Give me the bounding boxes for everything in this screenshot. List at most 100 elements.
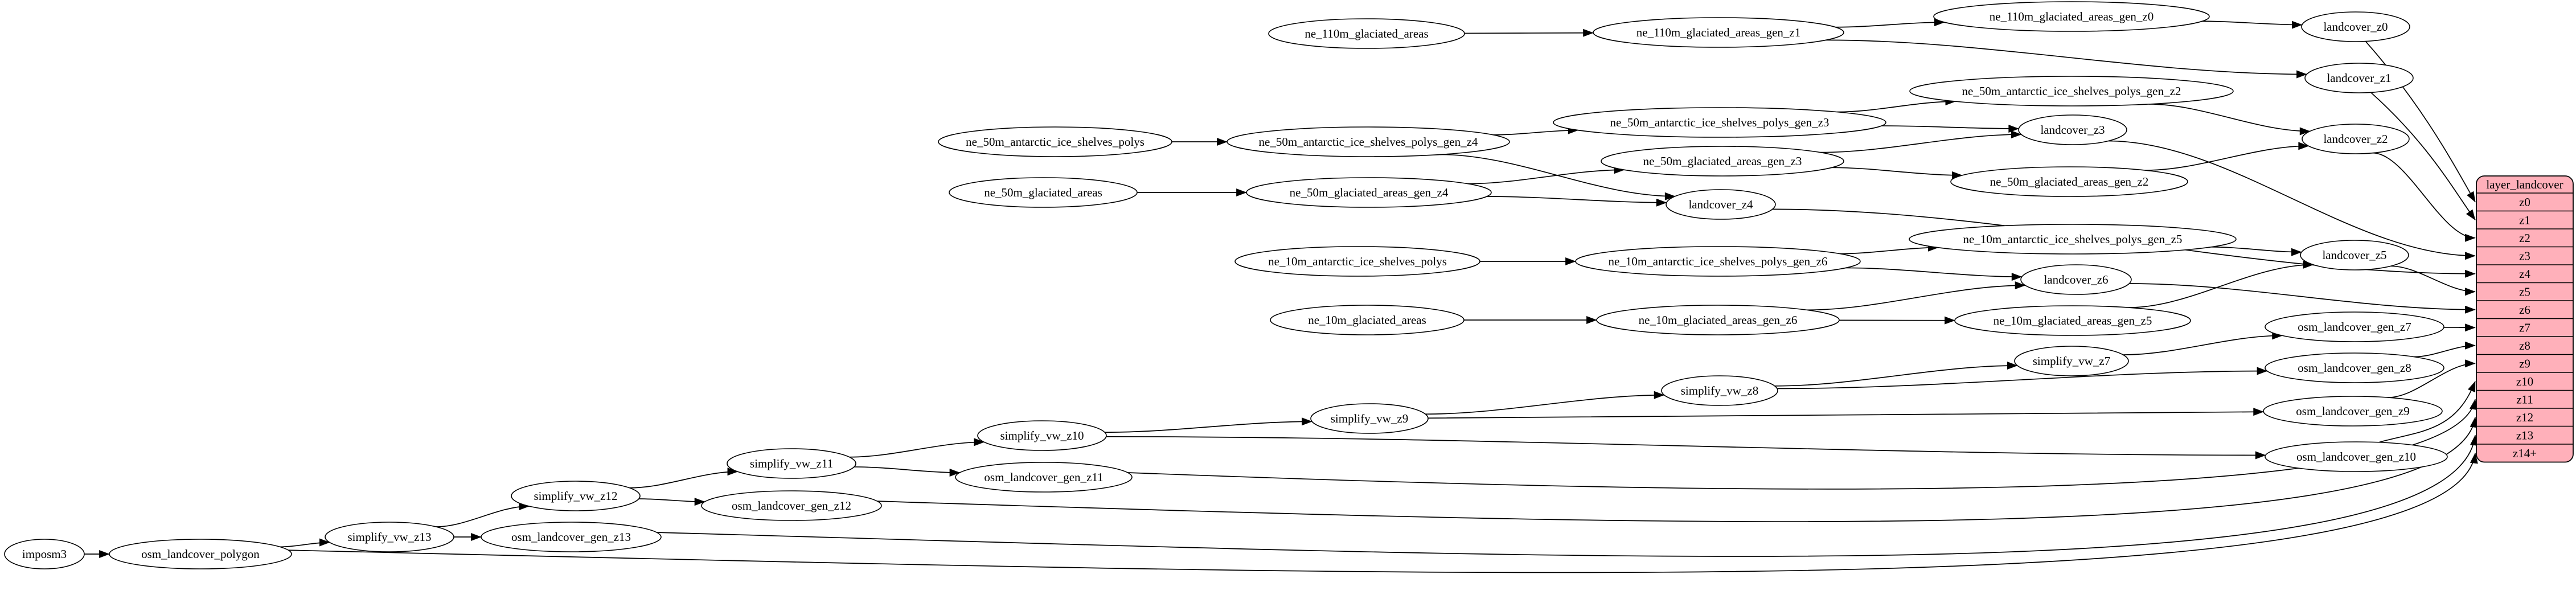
node-osm_landcover_gen_z11: osm_landcover_gen_z11 xyxy=(955,462,1133,493)
edge-ne_50m_glaciated_areas_gen_z2-to-landcover_z2 xyxy=(2145,142,2310,171)
node-ne_50m_antarctic_ice_shelves_polys_gen_z3-label: ne_50m_antarctic_ice_shelves_polys_gen_z… xyxy=(1610,116,1830,129)
node-ne_50m_antarctic_ice_shelves_polys_gen_z2-shape xyxy=(1909,76,2234,106)
node-ne_50m_antarctic_ice_shelves_polys-label: ne_50m_antarctic_ice_shelves_polys xyxy=(966,135,1145,149)
node-landcover_z1-shape xyxy=(2304,63,2414,93)
node-ne_110m_glaciated_areas_gen_z1-shape xyxy=(1593,17,1844,48)
node-osm_landcover_gen_z9-label: osm_landcover_gen_z9 xyxy=(2296,404,2409,418)
node-ne_50m_antarctic_ice_shelves_polys_gen_z4-label: ne_50m_antarctic_ice_shelves_polys_gen_z… xyxy=(1259,135,1478,149)
node-imposm3-label: imposm3 xyxy=(22,547,67,561)
node-simplify_vw_z9-label: simplify_vw_z9 xyxy=(1331,412,1409,425)
node-simplify_vw_z12-shape xyxy=(511,481,641,511)
node-ne_50m_glaciated_areas_gen_z2-shape xyxy=(1950,166,2188,197)
node-ne_10m_antarctic_ice_shelves_polys_gen_z6-label: ne_10m_antarctic_ice_shelves_polys_gen_z… xyxy=(1609,255,1828,268)
node-ne_10m_glaciated_areas-label: ne_10m_glaciated_areas xyxy=(1308,313,1426,327)
edge-simplify_vw_z10-to-simplify_vw_z9 xyxy=(1105,417,1312,433)
table-title: layer_landcover xyxy=(2486,178,2563,191)
edge-ne_10m_glaciated_areas_gen_z6-to-landcover_z6 xyxy=(1807,281,2026,311)
node-ne_50m_glaciated_areas_gen_z3: ne_50m_glaciated_areas_gen_z3 xyxy=(1601,146,1844,177)
edge-simplify_vw_z11-to-osm_landcover_gen_z11 xyxy=(854,466,961,477)
edge-ne_10m_glaciated_areas_gen_z5-to-landcover_z5 xyxy=(2128,260,2314,308)
node-ne_50m_glaciated_areas_gen_z4-shape xyxy=(1246,177,1492,208)
node-ne_10m_antarctic_ice_shelves_polys_gen_z5: ne_10m_antarctic_ice_shelves_polys_gen_z… xyxy=(1909,224,2237,255)
node-simplify_vw_z13-shape xyxy=(325,522,454,552)
node-ne_10m_glaciated_areas_gen_z5: ne_10m_glaciated_areas_gen_z5 xyxy=(1954,305,2191,336)
node-landcover_z4-shape xyxy=(1666,189,1776,220)
node-ne_10m_glaciated_areas_gen_z6-label: ne_10m_glaciated_areas_gen_z6 xyxy=(1639,313,1798,327)
node-osm_landcover_gen_z8-label: osm_landcover_gen_z8 xyxy=(2298,361,2411,375)
node-ne_10m_glaciated_areas_gen_z6-shape xyxy=(1596,305,1840,335)
edge-osm_landcover_gen_z8-to-layer_landcover-z8 xyxy=(2414,341,2476,358)
node-landcover_z3-label: landcover_z3 xyxy=(2040,123,2105,137)
edge-landcover_z1-to-layer_landcover-z1 xyxy=(2370,92,2476,220)
node-landcover_z3-shape xyxy=(2018,114,2127,145)
node-imposm3: imposm3 xyxy=(4,539,85,569)
table-row-z3: z3 xyxy=(2519,249,2530,263)
node-ne_110m_glaciated_areas_gen_z0: ne_110m_glaciated_areas_gen_z0 xyxy=(1933,1,2210,32)
node-ne_10m_antarctic_ice_shelves_polys-label: ne_10m_antarctic_ice_shelves_polys xyxy=(1268,255,1447,268)
edge-ne_110m_glaciated_areas_gen_z1-to-landcover_z1 xyxy=(1826,39,2307,79)
node-landcover_z4-label: landcover_z4 xyxy=(1688,198,1753,211)
edge-ne_50m_antarctic_ice_shelves_polys_gen_z2-to-landcover_z2 xyxy=(2148,103,2311,136)
node-simplify_vw_z7: simplify_vw_z7 xyxy=(2014,346,2129,376)
node-osm_landcover_gen_z10: osm_landcover_gen_z10 xyxy=(2265,441,2448,472)
node-simplify_vw_z8-label: simplify_vw_z8 xyxy=(1681,384,1759,397)
edges-layer xyxy=(84,18,2478,573)
edge-osm_landcover_gen_z10-to-layer_landcover-z10 xyxy=(2378,381,2476,443)
node-ne_50m_glaciated_areas_gen_z4-label: ne_50m_glaciated_areas_gen_z4 xyxy=(1290,186,1449,199)
node-ne_50m_glaciated_areas_gen_z3-label: ne_50m_glaciated_areas_gen_z3 xyxy=(1643,154,1802,168)
edge-simplify_vw_z11-to-simplify_vw_z10 xyxy=(849,438,985,458)
node-osm_landcover_gen_z12: osm_landcover_gen_z12 xyxy=(701,490,882,521)
node-ne_10m_glaciated_areas_gen_z5-label: ne_10m_glaciated_areas_gen_z5 xyxy=(1993,314,2152,327)
node-osm_landcover_gen_z13-shape xyxy=(481,522,662,552)
edge-osm_landcover_gen_z9-to-layer_landcover-z9 xyxy=(2388,359,2476,398)
table-row-z11: z11 xyxy=(2516,392,2533,406)
edge-ne_50m_glaciated_areas_gen_z4-to-ne_50m_glaciated_areas_gen_z3 xyxy=(1467,166,1625,184)
node-osm_landcover_gen_z10-label: osm_landcover_gen_z10 xyxy=(2296,450,2416,464)
table-row-z8: z8 xyxy=(2519,339,2530,352)
node-landcover_z0-shape xyxy=(2301,11,2410,42)
table-layer: layer_landcoverz0z1z2z3z4z5z6z7z8z9z10z1… xyxy=(2476,175,2574,463)
node-ne_10m_glaciated_areas-shape xyxy=(1270,305,1465,335)
node-ne_10m_antarctic_ice_shelves_polys: ne_10m_antarctic_ice_shelves_polys xyxy=(1234,246,1480,277)
node-osm_landcover_polygon-shape xyxy=(109,539,292,569)
node-ne_10m_antarctic_ice_shelves_polys-shape xyxy=(1234,246,1480,277)
table-row-z1: z1 xyxy=(2519,213,2530,227)
edge-ne_110m_glaciated_areas_gen_z1-to-ne_110m_glaciated_areas_gen_z0 xyxy=(1835,18,1945,28)
node-landcover_z5: landcover_z5 xyxy=(2300,240,2409,270)
node-landcover_z1-label: landcover_z1 xyxy=(2327,71,2391,85)
node-ne_10m_antarctic_ice_shelves_polys_gen_z5-label: ne_10m_antarctic_ice_shelves_polys_gen_z… xyxy=(1963,232,2183,246)
node-simplify_vw_z7-label: simplify_vw_z7 xyxy=(2033,354,2111,368)
node-simplify_vw_z10-shape xyxy=(977,420,1107,451)
node-osm_landcover_gen_z13: osm_landcover_gen_z13 xyxy=(481,522,662,552)
node-ne_50m_antarctic_ice_shelves_polys_gen_z4-shape xyxy=(1227,126,1510,157)
table-row-z10: z10 xyxy=(2516,375,2533,388)
node-simplify_vw_z11-shape xyxy=(727,448,856,479)
node-osm_landcover_gen_z11-label: osm_landcover_gen_z11 xyxy=(984,470,1103,484)
node-osm_landcover_gen_z8-shape xyxy=(2265,352,2444,383)
node-ne_10m_antarctic_ice_shelves_polys_gen_z5-shape xyxy=(1909,224,2237,255)
table-row-z13: z13 xyxy=(2516,428,2533,442)
node-simplify_vw_z11-label: simplify_vw_z11 xyxy=(750,457,833,470)
node-landcover_z2-label: landcover_z2 xyxy=(2323,132,2388,146)
edge-simplify_vw_z8-to-simplify_vw_z7 xyxy=(1774,362,2018,387)
node-landcover_z1: landcover_z1 xyxy=(2304,63,2414,93)
node-simplify_vw_z9: simplify_vw_z9 xyxy=(1310,403,1429,434)
table-row-z4: z4 xyxy=(2519,267,2530,281)
node-simplify_vw_z8-shape xyxy=(1661,375,1778,406)
node-landcover_z5-shape xyxy=(2300,240,2409,270)
node-landcover_z6-shape xyxy=(2020,264,2132,295)
node-ne_10m_antarctic_ice_shelves_polys_gen_z6-shape xyxy=(1575,246,1861,277)
node-ne_110m_glaciated_areas_gen_z0-label: ne_110m_glaciated_areas_gen_z0 xyxy=(1990,10,2153,23)
node-osm_landcover_gen_z7-label: osm_landcover_gen_z7 xyxy=(2298,320,2411,334)
node-landcover_z0: landcover_z0 xyxy=(2301,11,2410,42)
node-ne_50m_glaciated_areas_gen_z2-label: ne_50m_glaciated_areas_gen_z2 xyxy=(1990,175,2149,188)
node-simplify_vw_z8: simplify_vw_z8 xyxy=(1661,375,1778,406)
node-ne_50m_glaciated_areas_gen_z2: ne_50m_glaciated_areas_gen_z2 xyxy=(1950,166,2188,197)
node-ne_50m_glaciated_areas-shape xyxy=(949,177,1138,208)
edge-ne_110m_glaciated_areas-to-ne_110m_glaciated_areas_gen_z1 xyxy=(1464,28,1594,37)
table-row-z2: z2 xyxy=(2519,231,2530,245)
edge-simplify_vw_z9-to-simplify_vw_z8 xyxy=(1425,391,1665,415)
node-ne_50m_antarctic_ice_shelves_polys_gen_z3-shape xyxy=(1553,107,1886,138)
edge-osm_landcover_gen_z11-to-layer_landcover-z11 xyxy=(1127,399,2477,490)
edge-simplify_vw_z12-to-simplify_vw_z11 xyxy=(629,468,739,489)
